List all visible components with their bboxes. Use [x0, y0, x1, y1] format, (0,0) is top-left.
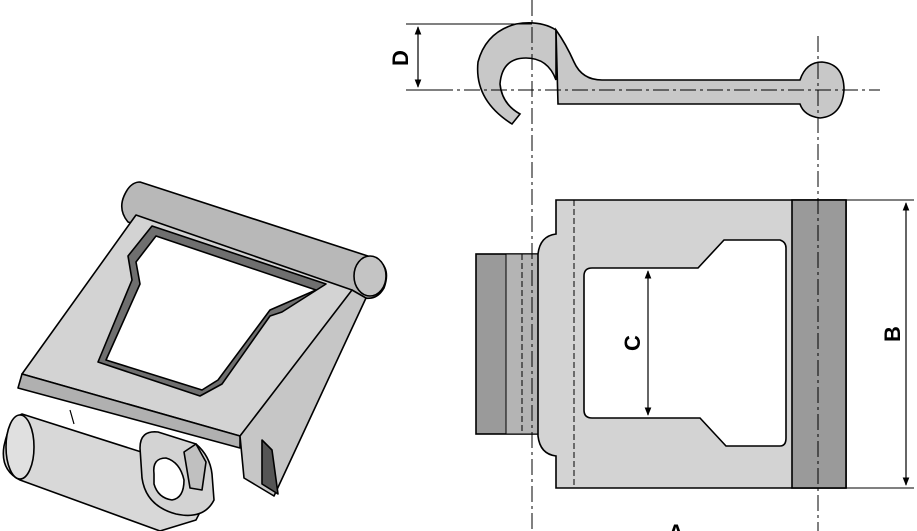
dimension-c-label: C	[620, 335, 645, 351]
dimension-d-label: D	[388, 50, 413, 66]
profile-shank	[555, 27, 845, 119]
dimension-b-label: B	[880, 326, 905, 342]
iso-plate-edge	[17, 373, 241, 449]
dimension-a-label: A	[668, 520, 684, 531]
iso-side-flange	[239, 289, 367, 497]
plan-window	[583, 239, 787, 447]
side-profile-view	[406, 22, 880, 126]
plan-right-band	[791, 199, 847, 489]
iso-window-floor	[105, 235, 317, 391]
profile-hook	[476, 22, 557, 126]
iso-flange-shadow	[261, 439, 279, 495]
iso-hook-tab	[183, 443, 207, 491]
iso-rod-end	[353, 255, 387, 297]
top-plan-view	[475, 199, 914, 489]
iso-hook-inner	[152, 457, 185, 501]
iso-cylinder-end	[5, 414, 35, 480]
isometric-view	[2, 181, 388, 531]
